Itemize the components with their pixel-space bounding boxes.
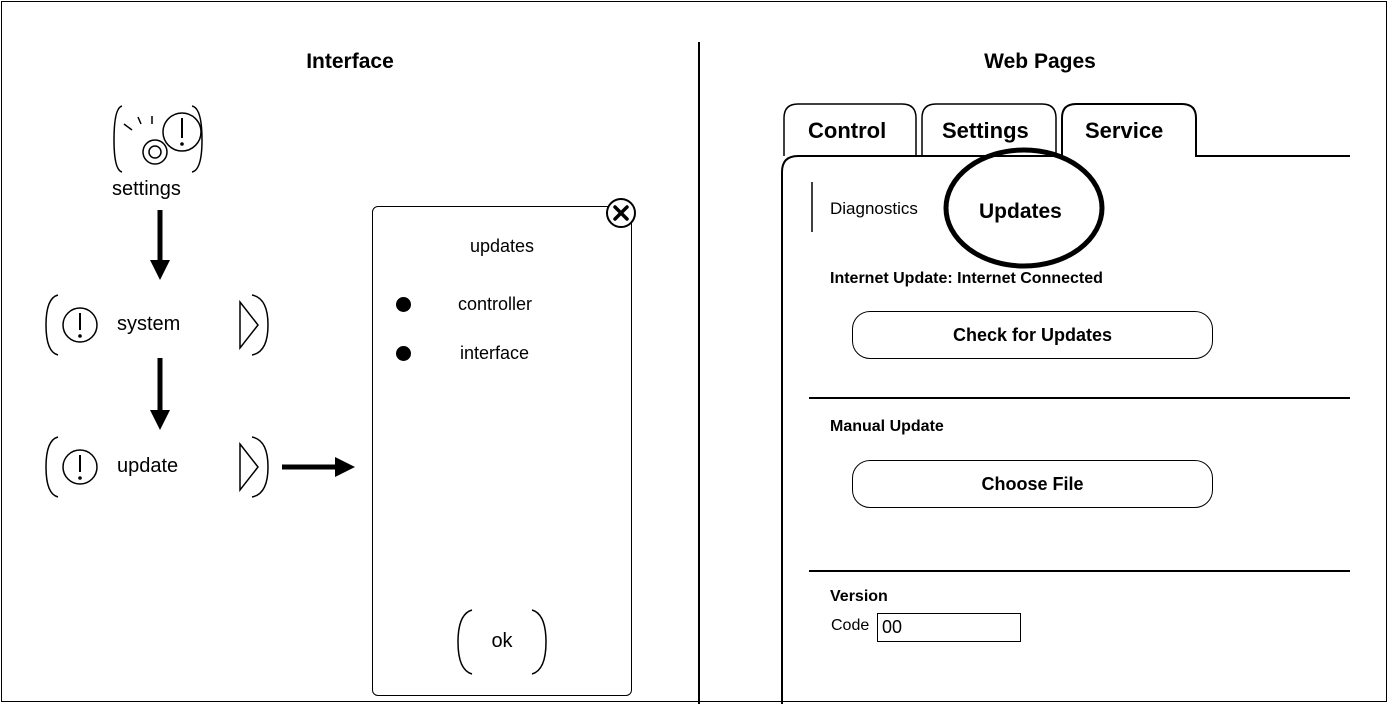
choose-file-button[interactable]: Choose File [852, 460, 1213, 508]
update-row[interactable] [45, 436, 269, 498]
check-for-updates-button[interactable]: Check for Updates [852, 311, 1213, 359]
version-label: Version [830, 588, 888, 605]
interface-drawing [45, 105, 355, 498]
tab-settings[interactable]: Settings [942, 118, 1029, 143]
controller-radio[interactable] [396, 297, 411, 312]
ok-button[interactable]: ok [491, 630, 513, 652]
internet-update-label: Internet Update: Internet Connected [830, 270, 1103, 287]
code-label: Code [831, 617, 870, 634]
controller-option-label: controller [458, 294, 533, 314]
interface-option-label: interface [460, 343, 530, 363]
web-pages-heading: Web Pages [984, 50, 1096, 73]
panel-divider [698, 42, 700, 704]
section-divider-1 [809, 397, 1350, 399]
manual-update-label: Manual Update [830, 418, 944, 435]
settings-label: settings [112, 178, 181, 200]
interface-radio[interactable] [396, 346, 411, 361]
code-field[interactable]: 00 [877, 613, 1021, 642]
close-icon[interactable] [605, 197, 637, 229]
dialog-title: updates [469, 236, 535, 256]
subtab-updates[interactable]: Updates [979, 200, 1062, 223]
updates-dialog [372, 206, 632, 696]
system-label: system [117, 313, 181, 335]
interface-heading: Interface [306, 50, 394, 73]
update-label: update [117, 455, 179, 477]
settings-icon[interactable] [113, 105, 203, 173]
tab-service[interactable]: Service [1085, 118, 1164, 143]
system-row[interactable] [45, 294, 269, 356]
tab-control[interactable]: Control [808, 118, 887, 143]
subtab-diagnostics[interactable]: Diagnostics [830, 199, 918, 218]
section-divider-2 [809, 570, 1350, 572]
